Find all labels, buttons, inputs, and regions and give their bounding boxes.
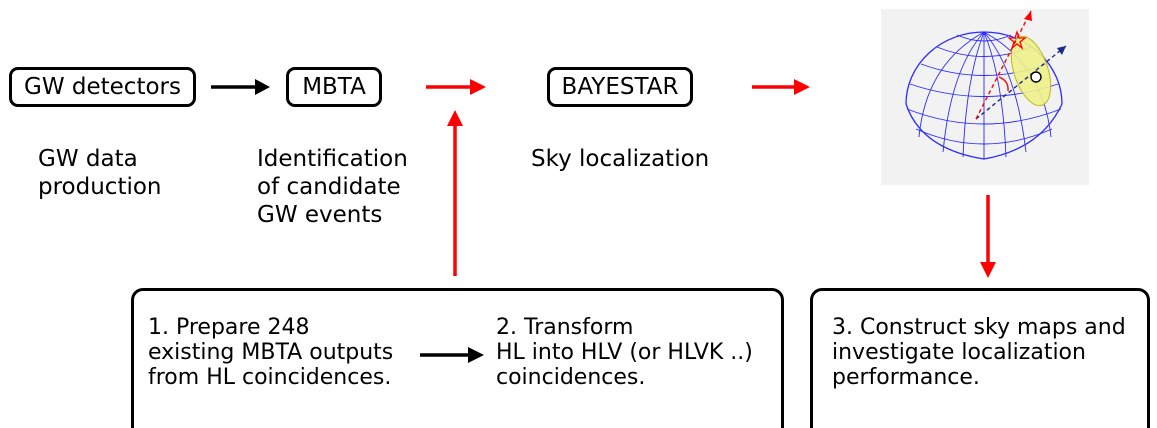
bayestar-caption: Sky localization bbox=[531, 146, 710, 172]
step1-text: 1. Prepare 248 existing MBTA outputs fro… bbox=[148, 315, 394, 390]
construct-sky-maps-box bbox=[810, 288, 1150, 428]
sky-map-image bbox=[881, 9, 1089, 185]
arrow-mbta-to-bayestar bbox=[426, 79, 486, 95]
mbta-box: MBTA bbox=[286, 67, 382, 107]
arrow-bayestar-to-skymap bbox=[752, 79, 810, 95]
prepare-transform-box bbox=[131, 288, 784, 428]
gw-detectors-label: GW detectors bbox=[24, 74, 181, 100]
mbta-label: MBTA bbox=[302, 74, 366, 100]
gw-detectors-caption: GW data production bbox=[38, 146, 162, 200]
arrow-down-to-construct bbox=[980, 195, 996, 278]
bayestar-box: BAYESTAR bbox=[547, 67, 693, 107]
arrow-detectors-to-mbta bbox=[211, 79, 270, 95]
bayestar-label: BAYESTAR bbox=[561, 74, 679, 100]
mbta-caption: Identification of candidate GW events bbox=[257, 146, 408, 228]
gw-detectors-box: GW detectors bbox=[9, 67, 196, 107]
step2-text: 2. Transform HL into HLV (or HLVK ..) co… bbox=[496, 315, 753, 390]
arrow-up-to-pipeline bbox=[447, 110, 463, 276]
step3-text: 3. Construct sky maps and investigate lo… bbox=[832, 315, 1126, 390]
celestial-sphere-icon bbox=[905, 10, 1067, 160]
arrow-step1-to-step2 bbox=[420, 347, 484, 363]
